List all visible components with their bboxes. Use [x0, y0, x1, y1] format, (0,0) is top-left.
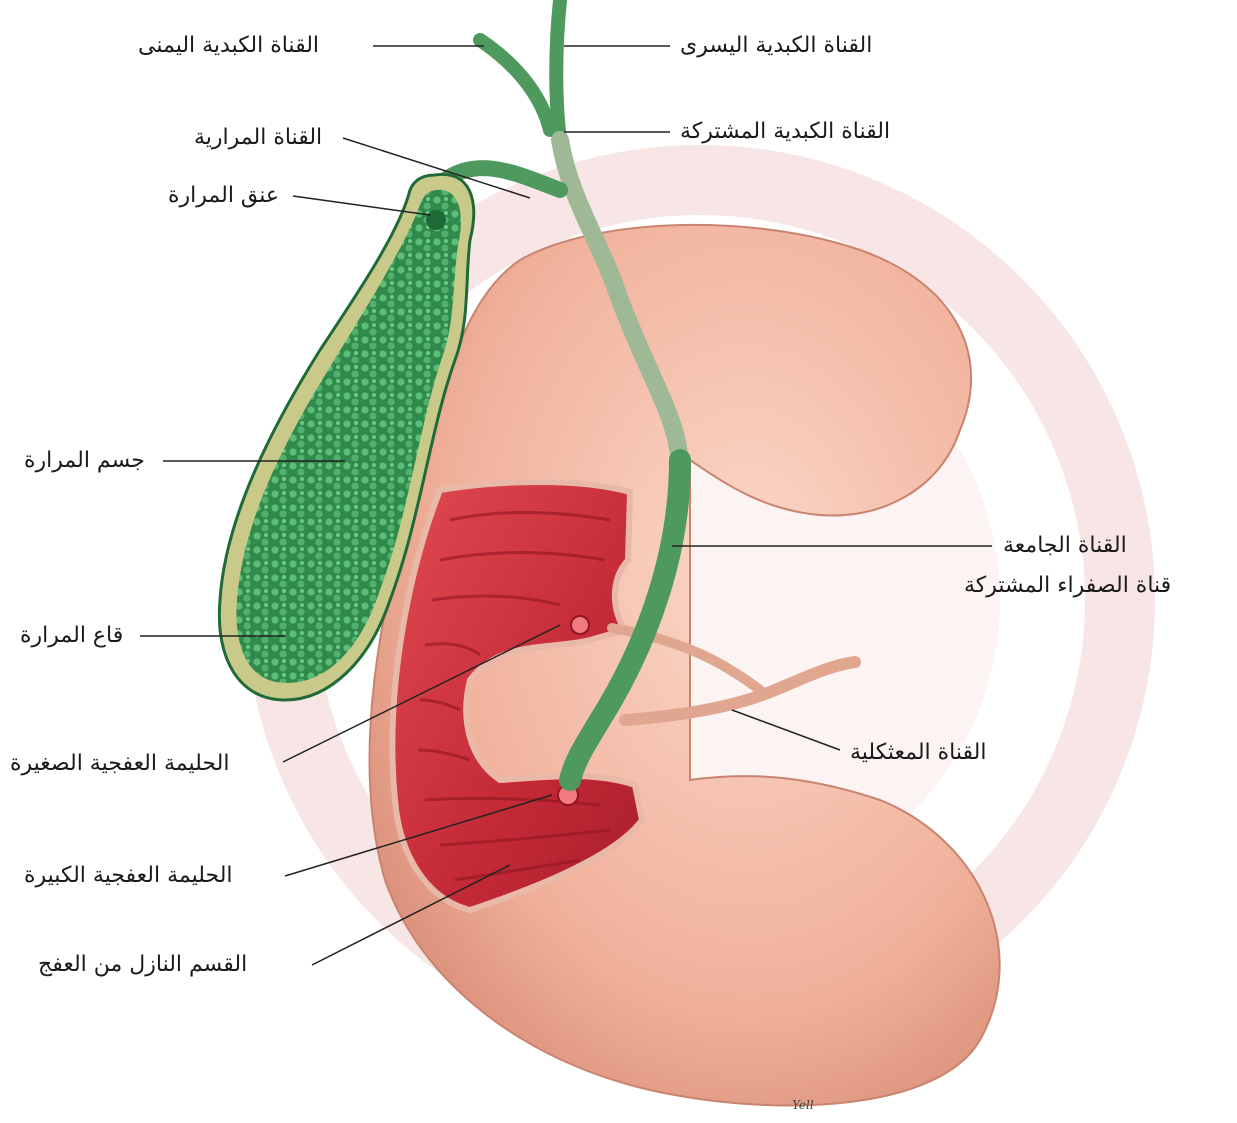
artist-signature: Yell	[792, 1098, 814, 1112]
label-common-bile-duct: القناة الجامعة	[1003, 532, 1127, 560]
label-left-hepatic-duct: القناة الكبدية اليسرى	[680, 32, 872, 60]
label-gallbladder-body: جسم المرارة	[24, 447, 145, 475]
label-common-hepatic-duct: القناة الكبدية المشتركة	[680, 118, 890, 146]
label-cystic-duct: القناة المرارية	[194, 124, 322, 152]
label-right-hepatic-duct: القناة الكبدية اليمنى	[138, 32, 319, 60]
label-pancreatic-duct: القناة المعثكلية	[850, 739, 986, 767]
minor-papilla	[571, 616, 589, 634]
label-gallbladder-neck: عنق المرارة	[168, 182, 279, 210]
label-minor-duodenal-papilla: الحليمة العفجية الصغيرة	[10, 750, 229, 778]
label-gallbladder-fundus: قاع المرارة	[20, 622, 123, 650]
label-common-bile-duct-alt: قناة الصفراء المشتركة	[964, 572, 1171, 600]
label-descending-duodenum: القسم النازل من العفج	[38, 951, 247, 979]
label-major-duodenal-papilla: الحليمة العفجية الكبيرة	[24, 862, 233, 890]
